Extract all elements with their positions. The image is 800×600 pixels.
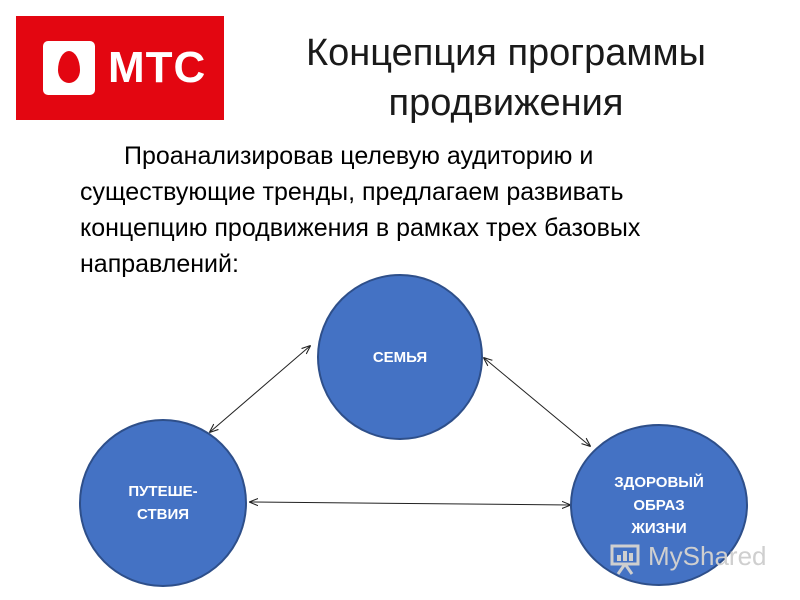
mts-egg-icon — [43, 41, 95, 95]
logo-brand-text: МТС — [108, 43, 207, 92]
node-label-line: СЕМЬЯ — [372, 348, 428, 366]
node-label-line: ЗДОРОВЫЙ — [614, 473, 704, 491]
node-label-health: ЗДОРОВЫЙ ОБРАЗ ЖИЗНИ — [589, 471, 729, 540]
node-family — [317, 274, 483, 440]
node-label-line: СТВИЯ — [136, 506, 190, 523]
node-label-line: ЖИЗНИ — [631, 519, 687, 537]
mts-logo: МТС — [16, 16, 224, 120]
presentation-board-icon — [610, 544, 640, 575]
myshared-watermark: MyShared — [608, 538, 768, 578]
node-label-family: СЕМЬЯ — [330, 346, 470, 369]
node-label-line: ПУТЕШЕ- — [128, 483, 198, 500]
node-label-travel: ПУТЕШЕ- СТВИЯ — [93, 480, 233, 526]
intro-paragraph: Проанализировав целевую аудиторию и суще… — [80, 138, 750, 282]
arrow-travel-health — [250, 502, 570, 505]
watermark-text: MyShared — [648, 541, 767, 571]
slide-title: Концепция программы продвижения — [256, 28, 756, 128]
node-label-line: ОБРАЗ — [633, 496, 685, 514]
slide-title-line-1: Концепция программы — [306, 32, 706, 74]
arrow-family-travel — [210, 346, 310, 432]
arrow-family-health — [484, 358, 590, 446]
intro-text: Проанализировав целевую аудиторию и суще… — [80, 142, 641, 278]
slide-title-line-2: продвижения — [388, 82, 624, 124]
node-travel — [79, 419, 247, 587]
